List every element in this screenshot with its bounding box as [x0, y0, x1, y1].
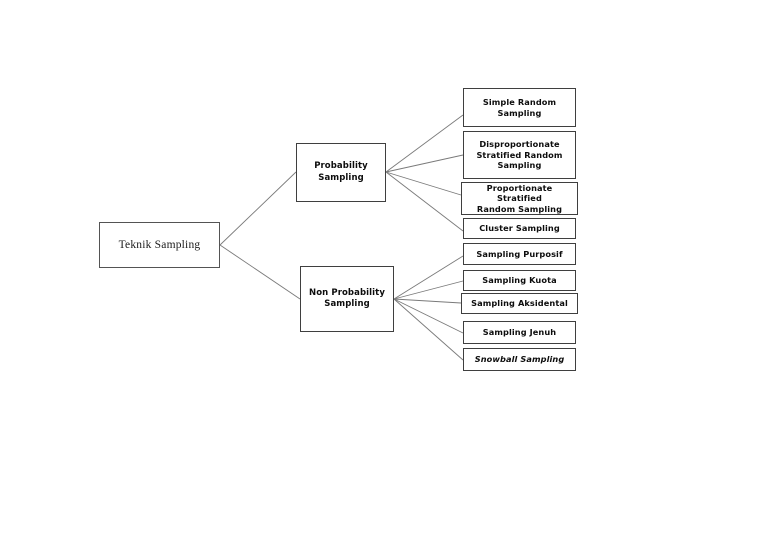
node-teknik-sampling: Teknik Sampling: [99, 222, 220, 268]
node-label-simple-random-sampling: Simple Random Sampling: [482, 96, 557, 118]
node-label-sampling-aksidental: Sampling Aksidental: [471, 298, 568, 309]
connector-non-probability-to-aksidental: [393, 298, 462, 304]
connector-probability-to-proportionate: [385, 171, 462, 196]
node-label-probability-sampling: Probability Sampling: [314, 161, 368, 183]
node-sampling-purposif: Sampling Purposif: [463, 243, 576, 265]
connector-probability-to-simple-random: [385, 114, 464, 173]
node-label-sampling-kuota: Sampling Kuota: [482, 275, 557, 286]
connector-non-probability-to-snowball: [393, 298, 464, 361]
node-simple-random-sampling: Simple Random Sampling: [463, 88, 576, 127]
connector-root-to-probability: [219, 171, 297, 246]
node-disproportionate-stratified-random-sampling: Disproportionate Stratified Random Sampl…: [463, 131, 576, 179]
node-label-sampling-jenuh: Sampling Jenuh: [482, 327, 557, 338]
node-label-disproportionate-stratified-random-sampling: Disproportionate Stratified Random Sampl…: [476, 139, 563, 171]
node-cluster-sampling: Cluster Sampling: [463, 218, 576, 239]
node-label-snowball-sampling: Snowball Sampling: [474, 354, 565, 365]
node-label-sampling-purposif: Sampling Purposif: [476, 248, 563, 259]
node-probability-sampling: Probability Sampling: [296, 143, 386, 202]
node-label-proportionate-stratified-random-sampling: Proportionate Stratified Random Sampling: [476, 182, 563, 214]
connector-non-probability-to-purposif: [393, 255, 464, 300]
node-snowball-sampling: Snowball Sampling: [463, 348, 576, 371]
node-label-cluster-sampling: Cluster Sampling: [479, 223, 560, 234]
node-sampling-jenuh: Sampling Jenuh: [463, 321, 576, 344]
node-proportionate-stratified-random-sampling: Proportionate Stratified Random Sampling: [461, 182, 578, 215]
connector-probability-to-disproportionate: [385, 154, 464, 173]
node-sampling-aksidental: Sampling Aksidental: [461, 293, 578, 314]
connector-non-probability-to-jenuh: [393, 298, 464, 334]
connector-probability-to-cluster: [385, 171, 464, 232]
connector-root-to-non-probability: [219, 244, 301, 300]
node-sampling-kuota: Sampling Kuota: [463, 270, 576, 291]
connector-non-probability-to-kuota: [393, 280, 464, 300]
node-label-teknik-sampling: Teknik Sampling: [118, 238, 201, 251]
node-non-probability-sampling: Non Probability Sampling: [300, 266, 394, 332]
node-label-non-probability-sampling: Non Probability Sampling: [309, 287, 385, 309]
